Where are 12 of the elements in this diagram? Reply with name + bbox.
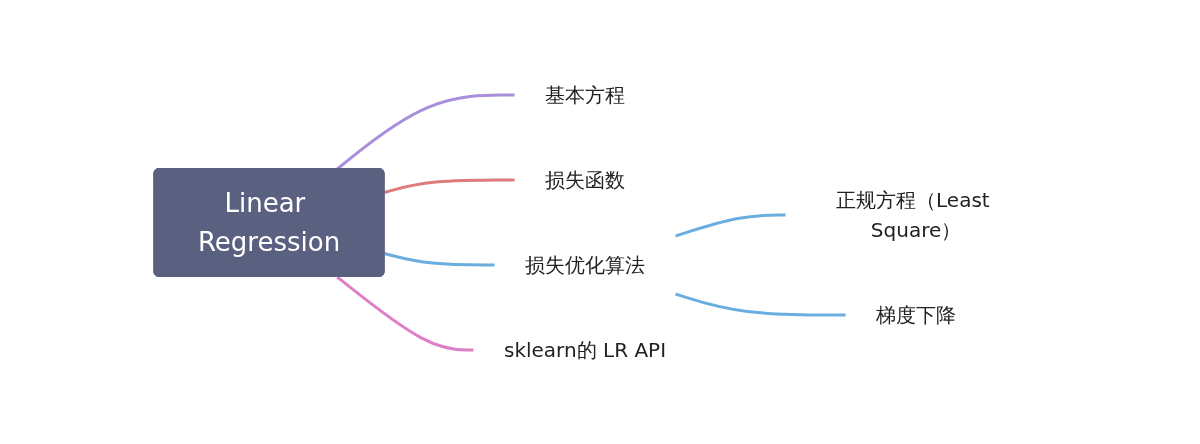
node-text: sklearn的 LR API	[503, 337, 667, 362]
connector	[674, 291, 847, 316]
node-text: 基本方程	[545, 82, 625, 107]
node-text: 梯度下降	[876, 302, 957, 327]
connector	[384, 178, 515, 194]
connector	[336, 275, 474, 351]
connector	[674, 213, 787, 238]
connector	[384, 251, 495, 266]
connector	[336, 93, 515, 170]
node-text: 损失函数	[545, 167, 625, 192]
node-text: 损失优化算法	[525, 252, 645, 277]
node-text: 正规方程（Least Square）	[836, 187, 990, 242]
